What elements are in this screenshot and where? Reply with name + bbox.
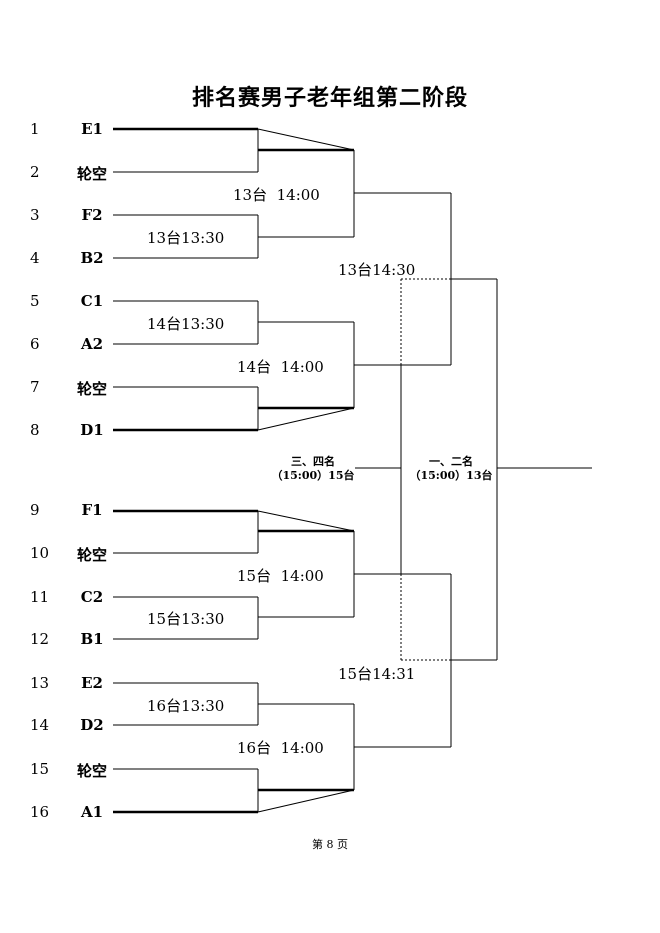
seed-number: 5	[30, 292, 40, 310]
page-title: 排名赛男子老年组第二阶段	[191, 85, 468, 111]
match-schedule-label: 13台13:30	[147, 229, 225, 247]
team-name: 轮空	[76, 762, 107, 780]
team-name: F1	[81, 501, 103, 519]
match-schedule-label: 14台 14:00	[237, 358, 324, 376]
seed-number: 14	[30, 716, 50, 734]
team-name: E2	[81, 674, 103, 692]
semifinal-label: 13台14:30	[338, 261, 416, 279]
match-schedule-label: 13台 14:00	[233, 186, 320, 204]
seed-number: 4	[30, 249, 40, 267]
team-name: E1	[81, 120, 103, 138]
team-name: B2	[80, 249, 104, 267]
team-name: C1	[80, 292, 104, 310]
seed-number: 8	[30, 421, 40, 439]
seed-number: 2	[30, 163, 40, 181]
seed-number: 7	[30, 378, 40, 396]
team-name: D2	[80, 716, 104, 734]
team-name: 轮空	[76, 546, 107, 564]
team-name: 轮空	[76, 380, 107, 398]
seed-number: 16	[30, 803, 50, 821]
seed-number: 13	[30, 674, 50, 692]
seed-number: 3	[30, 206, 40, 224]
team-name: F2	[81, 206, 103, 224]
page-number: 第 8 页	[312, 838, 348, 851]
seed-number: 10	[30, 544, 50, 562]
team-name: A1	[80, 803, 104, 821]
team-name: C2	[80, 588, 104, 606]
team-name: D1	[80, 421, 104, 439]
third-place-schedule: （15:00）15台	[271, 469, 355, 482]
seed-number: 1	[30, 120, 40, 138]
team-name: B1	[80, 630, 104, 648]
seed-number: 12	[30, 630, 50, 648]
seed-number: 9	[30, 501, 40, 519]
third-place-label: 三、四名 （15:00）15台	[258, 455, 368, 483]
seed-number: 6	[30, 335, 40, 353]
semifinal-label: 15台14:31	[338, 665, 416, 683]
team-name: 轮空	[76, 165, 107, 183]
match-schedule-label: 16台13:30	[147, 697, 225, 715]
team-name: A2	[80, 335, 104, 353]
third-place-title: 三、四名	[291, 455, 335, 468]
match-schedule-label: 16台 14:00	[237, 739, 324, 757]
match-schedule-label: 15台 14:00	[237, 567, 324, 585]
final-label: 一、二名 （15:00）13台	[396, 455, 506, 483]
seed-number: 15	[30, 760, 50, 778]
final-schedule: （15:00）13台	[409, 469, 493, 482]
match-schedule-label: 15台13:30	[147, 610, 225, 628]
match-schedule-label: 14台13:30	[147, 315, 225, 333]
seed-number: 11	[30, 588, 50, 606]
final-title: 一、二名	[429, 455, 473, 468]
